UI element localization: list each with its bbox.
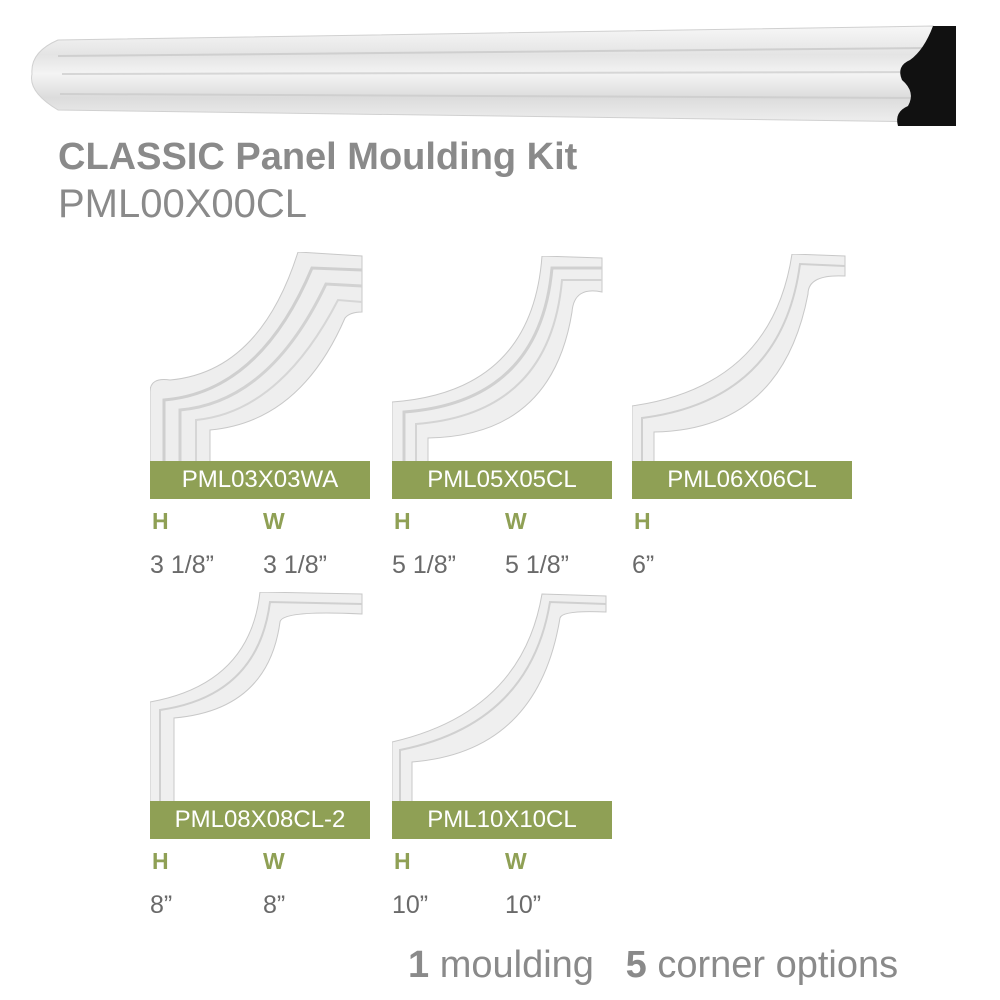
- width-value: 5 1/8”: [505, 551, 569, 579]
- width-value: 10”: [505, 891, 542, 919]
- corner-image-pml05x05cl: [392, 256, 603, 466]
- product-sku: PML00X00CL: [58, 182, 308, 226]
- corner-image-pml03x03wa: [150, 252, 363, 464]
- height-label: H: [152, 508, 169, 534]
- corner-code-badge: PML03X03WA: [150, 461, 370, 499]
- width-value: 3 1/8”: [263, 551, 327, 579]
- corner-count: 5: [625, 944, 647, 986]
- height-label: H: [152, 848, 169, 874]
- corner-image-pml10x10cl: [392, 593, 607, 804]
- footer-summary: 1 moulding 5 corner options: [408, 944, 898, 987]
- corner-code-badge: PML10X10CL: [392, 801, 612, 839]
- corner-label: corner options: [657, 944, 899, 986]
- height-value: 8”: [150, 891, 173, 919]
- width-label: W: [263, 508, 285, 534]
- corner-code-badge: PML06X06CL: [632, 461, 852, 499]
- height-value: 5 1/8”: [392, 551, 456, 579]
- corner-code-badge: PML05X05CL: [392, 461, 612, 499]
- moulding-label: moulding: [439, 944, 594, 986]
- corner-image-pml08x08cl-2: [150, 592, 363, 804]
- moulding-count: 1: [408, 944, 430, 986]
- corner-image-pml06x06cl: [632, 254, 846, 466]
- height-value: 10”: [392, 891, 429, 919]
- height-value: 3 1/8”: [150, 551, 214, 579]
- product-title: CLASSIC Panel Moulding Kit: [58, 136, 578, 178]
- moulding-strip-image: [31, 25, 956, 126]
- width-label: W: [263, 848, 285, 874]
- width-value: 8”: [263, 891, 286, 919]
- width-label: W: [505, 848, 527, 874]
- corner-code-badge: PML08X08CL-2: [150, 801, 370, 839]
- height-label: H: [394, 848, 411, 874]
- height-label: H: [394, 508, 411, 534]
- height-value: 6”: [632, 551, 655, 579]
- width-label: W: [505, 508, 527, 534]
- height-label: H: [634, 508, 651, 534]
